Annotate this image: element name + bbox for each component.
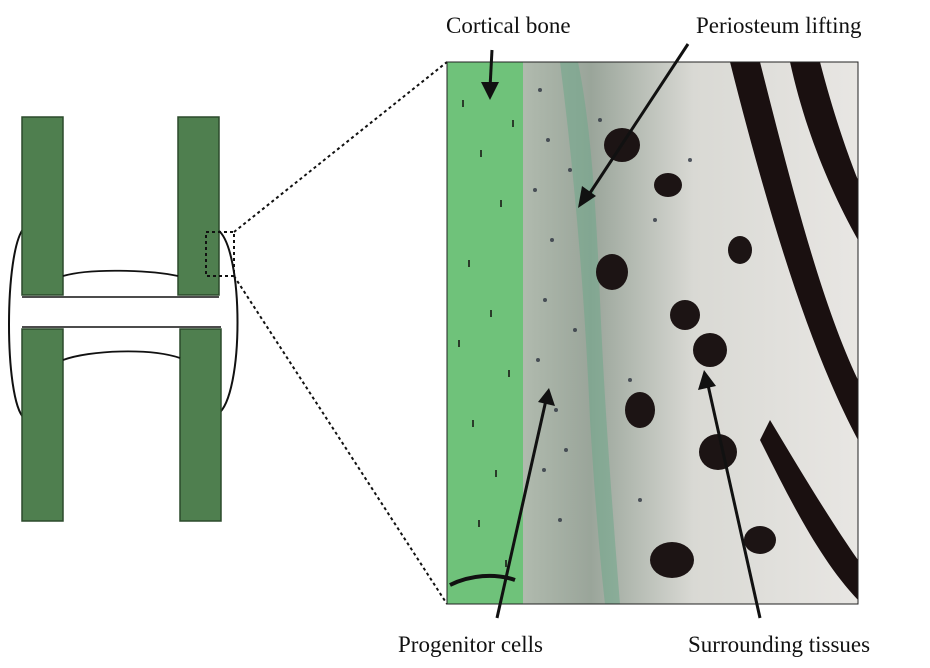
zoom-guide-top <box>234 62 447 232</box>
histology-micrograph <box>447 62 858 604</box>
label-cortical-bone: Cortical bone <box>446 13 571 39</box>
cortical-bone-lower-right <box>180 329 221 521</box>
cortical-bone-lower-left <box>22 329 63 521</box>
cortical-bone-upper-right <box>178 117 219 295</box>
histology-cortical-bone <box>447 62 523 604</box>
zoom-guide-bottom <box>234 276 447 604</box>
label-surrounding-tissues: Surrounding tissues <box>688 632 870 658</box>
callus-curve-upper <box>63 271 178 276</box>
label-periosteum-lifting: Periosteum lifting <box>696 13 861 39</box>
cortical-bone-upper-left <box>22 117 63 295</box>
label-progenitor-cells: Progenitor cells <box>398 632 543 658</box>
bone-schematic <box>9 117 238 521</box>
callus-curve-lower <box>63 351 180 360</box>
